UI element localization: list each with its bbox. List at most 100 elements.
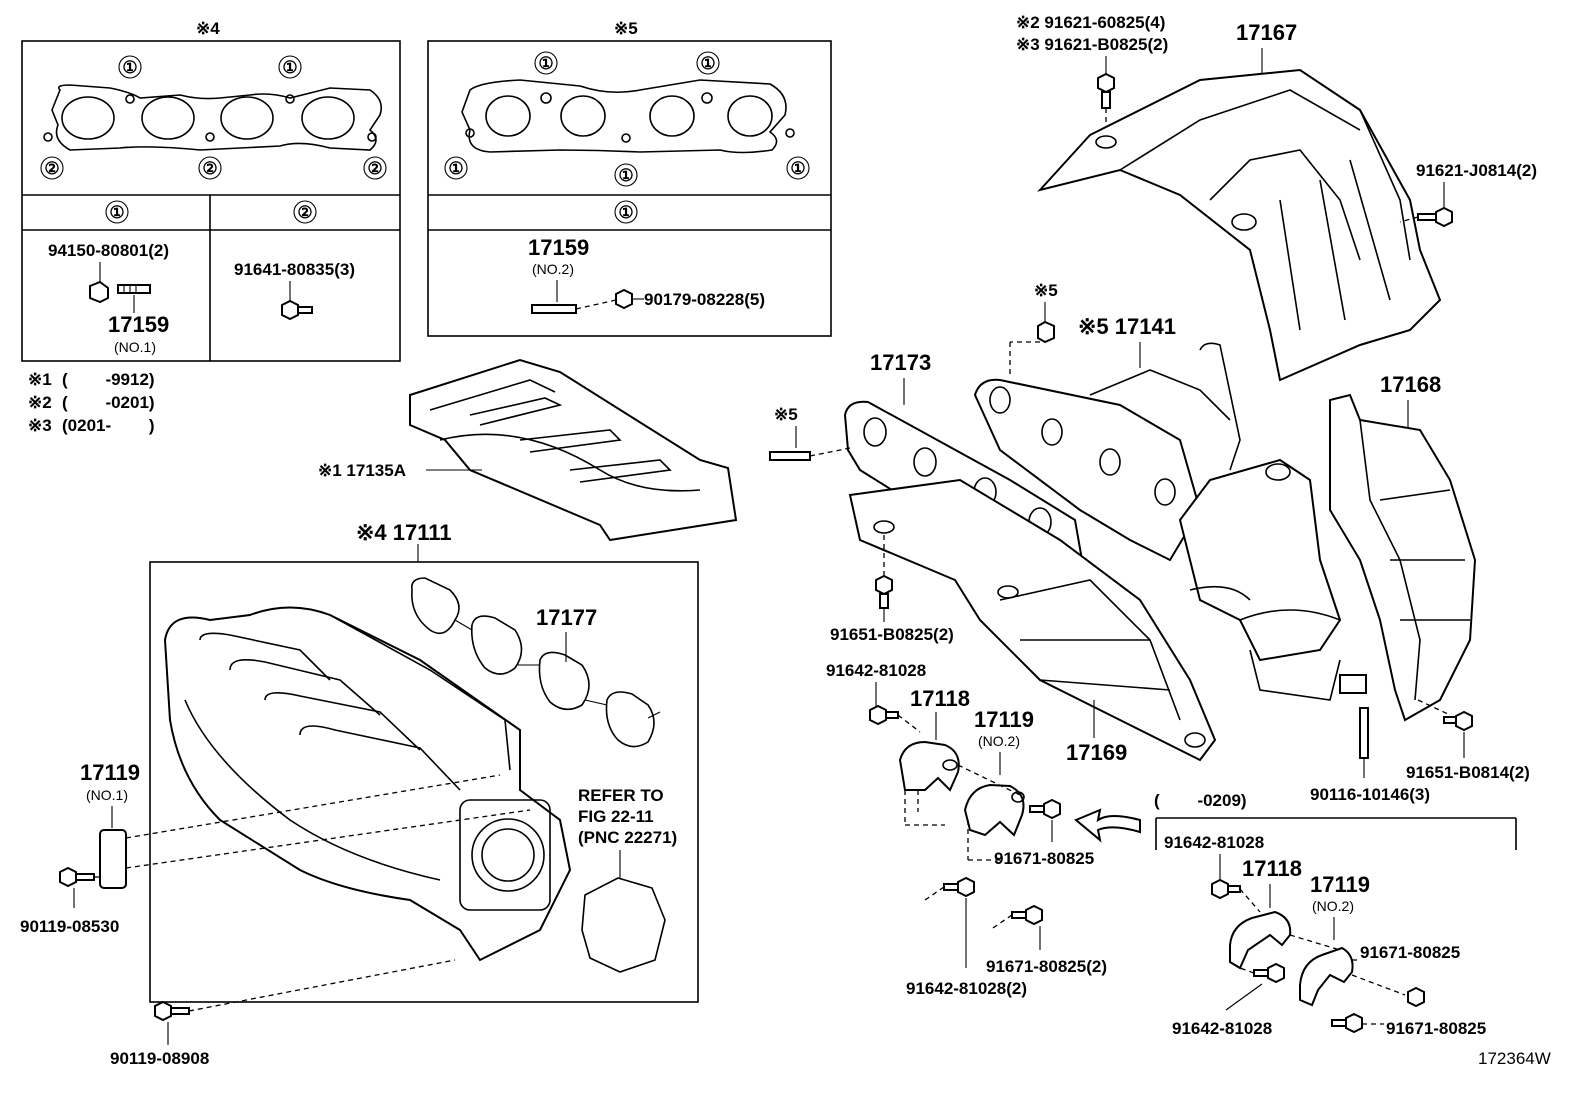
intake-gasket-shape (51, 84, 383, 151)
svg-text:①: ① (122, 58, 137, 77)
arrow-icon (1074, 808, 1141, 843)
bolt-icon (875, 574, 893, 609)
part-label-17118-b: 17118 (1242, 856, 1302, 881)
svg-text:②: ② (202, 159, 217, 178)
heat-insulator-17167: ※2 91621-60825(4) ※3 91621-B0825(2) 1716… (1016, 13, 1537, 382)
part-label-17167: 17167 (1236, 20, 1297, 45)
bracket-group-b: ( -0209) 91642-81028 17118 17119 (NO.2) … (1074, 791, 1517, 1038)
bolt-icon (1443, 710, 1473, 732)
part-label-17118-a: 17118 (910, 686, 970, 711)
bolt-icon (869, 704, 899, 726)
part-label-91642-81028-b: 91642-81028 (1164, 833, 1264, 852)
ref-circle: ① (696, 51, 720, 75)
note-range: ( -9912) (62, 370, 155, 389)
note-mark: ※1 (28, 370, 52, 389)
part-label-17119-no2-a: 17119 (974, 707, 1034, 732)
exhaust-manifold-group: ※5 ※5 17141 17168 17173 (769, 281, 1530, 804)
intake-manifold-shape (163, 606, 572, 962)
refer-to-label: REFER TO (578, 786, 664, 805)
ref-circle: ② (198, 156, 222, 180)
note-mark: ※3 (28, 416, 52, 435)
part-label-91671-80825-2: 91671-80825(2) (986, 957, 1107, 976)
throttle-gasket (581, 877, 666, 973)
ref-circle: ① (786, 156, 810, 180)
inset-4-note: ※4 (196, 19, 220, 38)
part-label-91651-B0825: 91651-B0825(2) (830, 625, 954, 644)
part-label-17119-no2-a-sub: (NO.2) (978, 733, 1020, 749)
note-range: (0201- ) (62, 416, 155, 435)
bolt-icon (1029, 798, 1061, 820)
intake-manifold-group: ※4 17111 17177 REFER TO FIG 22-11 (PNC (20, 520, 699, 1068)
note-mark: ※2 (28, 393, 52, 412)
nut-icon (615, 288, 633, 310)
ref-circle: ① (444, 156, 468, 180)
part-label-91671-80825-b: 91671-80825 (1360, 943, 1460, 962)
part-label-91621-B0825: ※3 91621-B0825(2) (1016, 35, 1168, 54)
diagram-id: 172364W (1478, 1049, 1551, 1068)
gasket-17177 (410, 577, 661, 748)
bolt-icon (1211, 878, 1241, 900)
inset-5-header: ① (618, 203, 633, 222)
ref-circle: ② (363, 156, 387, 180)
svg-text:②: ② (44, 159, 59, 178)
range-label-0209: ( -0209) (1154, 791, 1247, 810)
part-label-17169: 17169 (1066, 740, 1127, 765)
bolt-icon (943, 876, 975, 898)
inset-4-col2-header: ② (297, 203, 312, 222)
exhaust-gasket-shape (461, 79, 787, 154)
part-label-17159-sub: (NO.1) (114, 339, 156, 355)
svg-text:①: ① (700, 54, 715, 73)
svg-text:①: ① (448, 159, 463, 178)
bolt-icon (1417, 206, 1453, 228)
svg-text:②: ② (367, 159, 382, 178)
part-label-91642-81028-2: 91642-81028(2) (906, 979, 1027, 998)
part-label-17119-no2-b: 17119 (1310, 872, 1370, 897)
stud-icon (117, 284, 151, 294)
bolt-icon (1253, 962, 1285, 984)
part-label-17159-no2: 17159 (528, 235, 589, 260)
part-label-17135A: ※1 17135A (318, 461, 406, 480)
note-5-stud: ※5 (774, 405, 798, 424)
bolt-icon (1331, 1012, 1363, 1034)
part-label-17119-no2-b-sub: (NO.2) (1312, 898, 1354, 914)
notes: ※1 ( -9912) ※2 ( -0201) ※3 (0201- ) (28, 370, 155, 435)
part-label-94150-80801: 94150-80801(2) (48, 241, 169, 260)
part-label-90119-08908: 90119-08908 (110, 1049, 209, 1068)
part-label-17173: 17173 (870, 350, 931, 375)
part-label-17119-no1-sub: (NO.1) (86, 787, 128, 803)
bolt-icon (154, 1000, 190, 1022)
bolt-icon (59, 866, 95, 888)
bracket-group-a: 91642-81028 17118 17119 (NO.2) 91671-808… (826, 661, 1107, 998)
heat-insulator-17135A: ※1 17135A (318, 358, 738, 542)
note-range: ( -0201) (62, 393, 155, 412)
part-label-90119-08530: 90119-08530 (20, 917, 119, 936)
part-label-17141: ※5 17141 (1078, 314, 1176, 339)
nut-icon (1037, 320, 1055, 344)
gasket-5-inset: ※5 ① ① ① ① ① (427, 19, 832, 337)
bolt-icon (1097, 72, 1115, 109)
ref-circle: ① (614, 163, 638, 187)
inset-5-note: ※5 (614, 19, 638, 38)
ref-circle: ② (40, 156, 64, 180)
inset-4-col1-header: ① (109, 203, 124, 222)
part-label-17168: 17168 (1380, 372, 1441, 397)
part-label-17159: 17159 (108, 312, 169, 337)
ref-circle: ① (278, 55, 302, 79)
note-5-nut: ※5 (1034, 281, 1058, 300)
part-label-91671-80825-c: 91671-80825 (1386, 1019, 1486, 1038)
part-label-91642-81028-c: 91642-81028 (1172, 1019, 1272, 1038)
ref-circle: ① (534, 51, 558, 75)
ref-circle: ① (118, 55, 142, 79)
gasket-4-inset: ※4 ① ① ② ② (21, 19, 401, 362)
bolt-icon (1407, 986, 1425, 1008)
svg-text:①: ① (282, 58, 297, 77)
refer-fig-label: FIG 22-11 (578, 807, 654, 826)
part-label-17119-no1: 17119 (80, 760, 140, 785)
part-label-91621-60825: ※2 91621-60825(4) (1016, 13, 1165, 32)
svg-text:①: ① (790, 159, 805, 178)
refer-pnc-label: (PNC 22271) (578, 828, 677, 847)
bolt-icon (281, 299, 313, 321)
svg-text:①: ① (618, 166, 633, 185)
part-label-17177: 17177 (536, 605, 597, 630)
